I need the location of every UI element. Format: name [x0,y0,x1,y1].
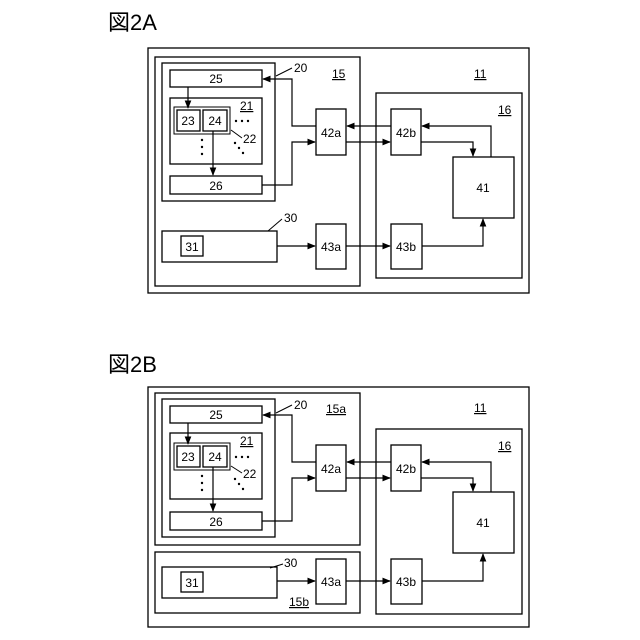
block-26-label: 26 [209,179,223,193]
group-22-label: 22 [243,467,257,481]
block-21-label: 21 [240,99,254,113]
block-24-label: 24 [208,114,222,128]
device-15b-label: 15b [289,595,309,609]
unit-30-label: 30 [284,556,298,570]
interface-42b-label: 42b [396,462,416,476]
figure-2a: 図2A 11 15 20 25 21 23 24 22 26 [108,10,529,293]
figure-2b: 図2B 11 15a 20 25 21 23 24 22 26 15b [108,352,529,627]
interface-42b-label: 42b [396,126,416,140]
device-15-label: 15 [332,67,346,81]
interface-42a-label: 42a [321,462,341,476]
block-25-label: 25 [209,408,223,422]
block-41-label: 41 [476,181,490,195]
interface-43b-label: 43b [396,240,416,254]
system-11-label: 11 [474,401,487,415]
interface-42a-label: 42a [321,126,341,140]
device-16-label: 16 [498,103,512,117]
block-31-label: 31 [185,240,199,254]
block-31-label: 31 [185,576,199,590]
group-22-label: 22 [243,132,257,146]
interface-43a-label: 43a [321,240,341,254]
block-24-label: 24 [208,450,222,464]
figure-2b-title: 図2B [108,352,157,377]
unit-30-label: 30 [284,211,298,225]
device-15a-label: 15a [326,402,346,416]
unit-30-box [162,567,277,598]
block-23-label: 23 [181,114,195,128]
controller-20-label: 20 [294,61,308,75]
device-16-label: 16 [498,439,512,453]
block-21-label: 21 [240,434,254,448]
interface-43b-label: 43b [396,575,416,589]
block-26-label: 26 [209,515,223,529]
block-23-label: 23 [181,450,195,464]
system-11-label: 11 [474,67,487,81]
controller-20-label: 20 [294,398,308,412]
block-25-label: 25 [209,72,223,86]
block-41-label: 41 [476,516,490,530]
unit-30-box [162,231,277,262]
figure-2a-title: 図2A [108,10,157,35]
interface-43a-label: 43a [321,575,341,589]
